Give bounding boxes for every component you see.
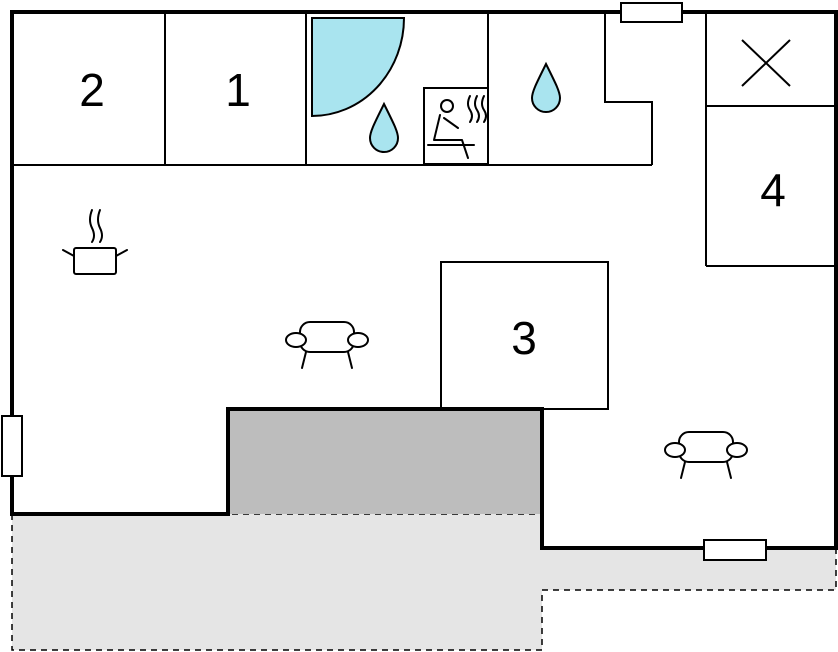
sauna-icon [423, 87, 489, 165]
shower-quarter-circle-icon [311, 17, 406, 118]
water-drop-icon [530, 61, 562, 113]
window-icon [620, 2, 683, 23]
sofa-icon [285, 321, 369, 369]
window-icon [703, 539, 767, 561]
water-drop-icon [368, 101, 400, 153]
covered-area [228, 409, 542, 514]
room-label-3: 3 [511, 312, 537, 364]
room-label-2: 2 [79, 64, 105, 116]
terrace-area [11, 513, 837, 651]
cooking-pot-icon [62, 209, 128, 275]
sofa-icon [664, 431, 748, 479]
room-label-4: 4 [760, 164, 786, 216]
interior-walls [12, 12, 836, 410]
window-icon [1, 415, 23, 477]
toilet-cross-icon [741, 39, 791, 87]
room-label-1: 1 [225, 64, 251, 116]
